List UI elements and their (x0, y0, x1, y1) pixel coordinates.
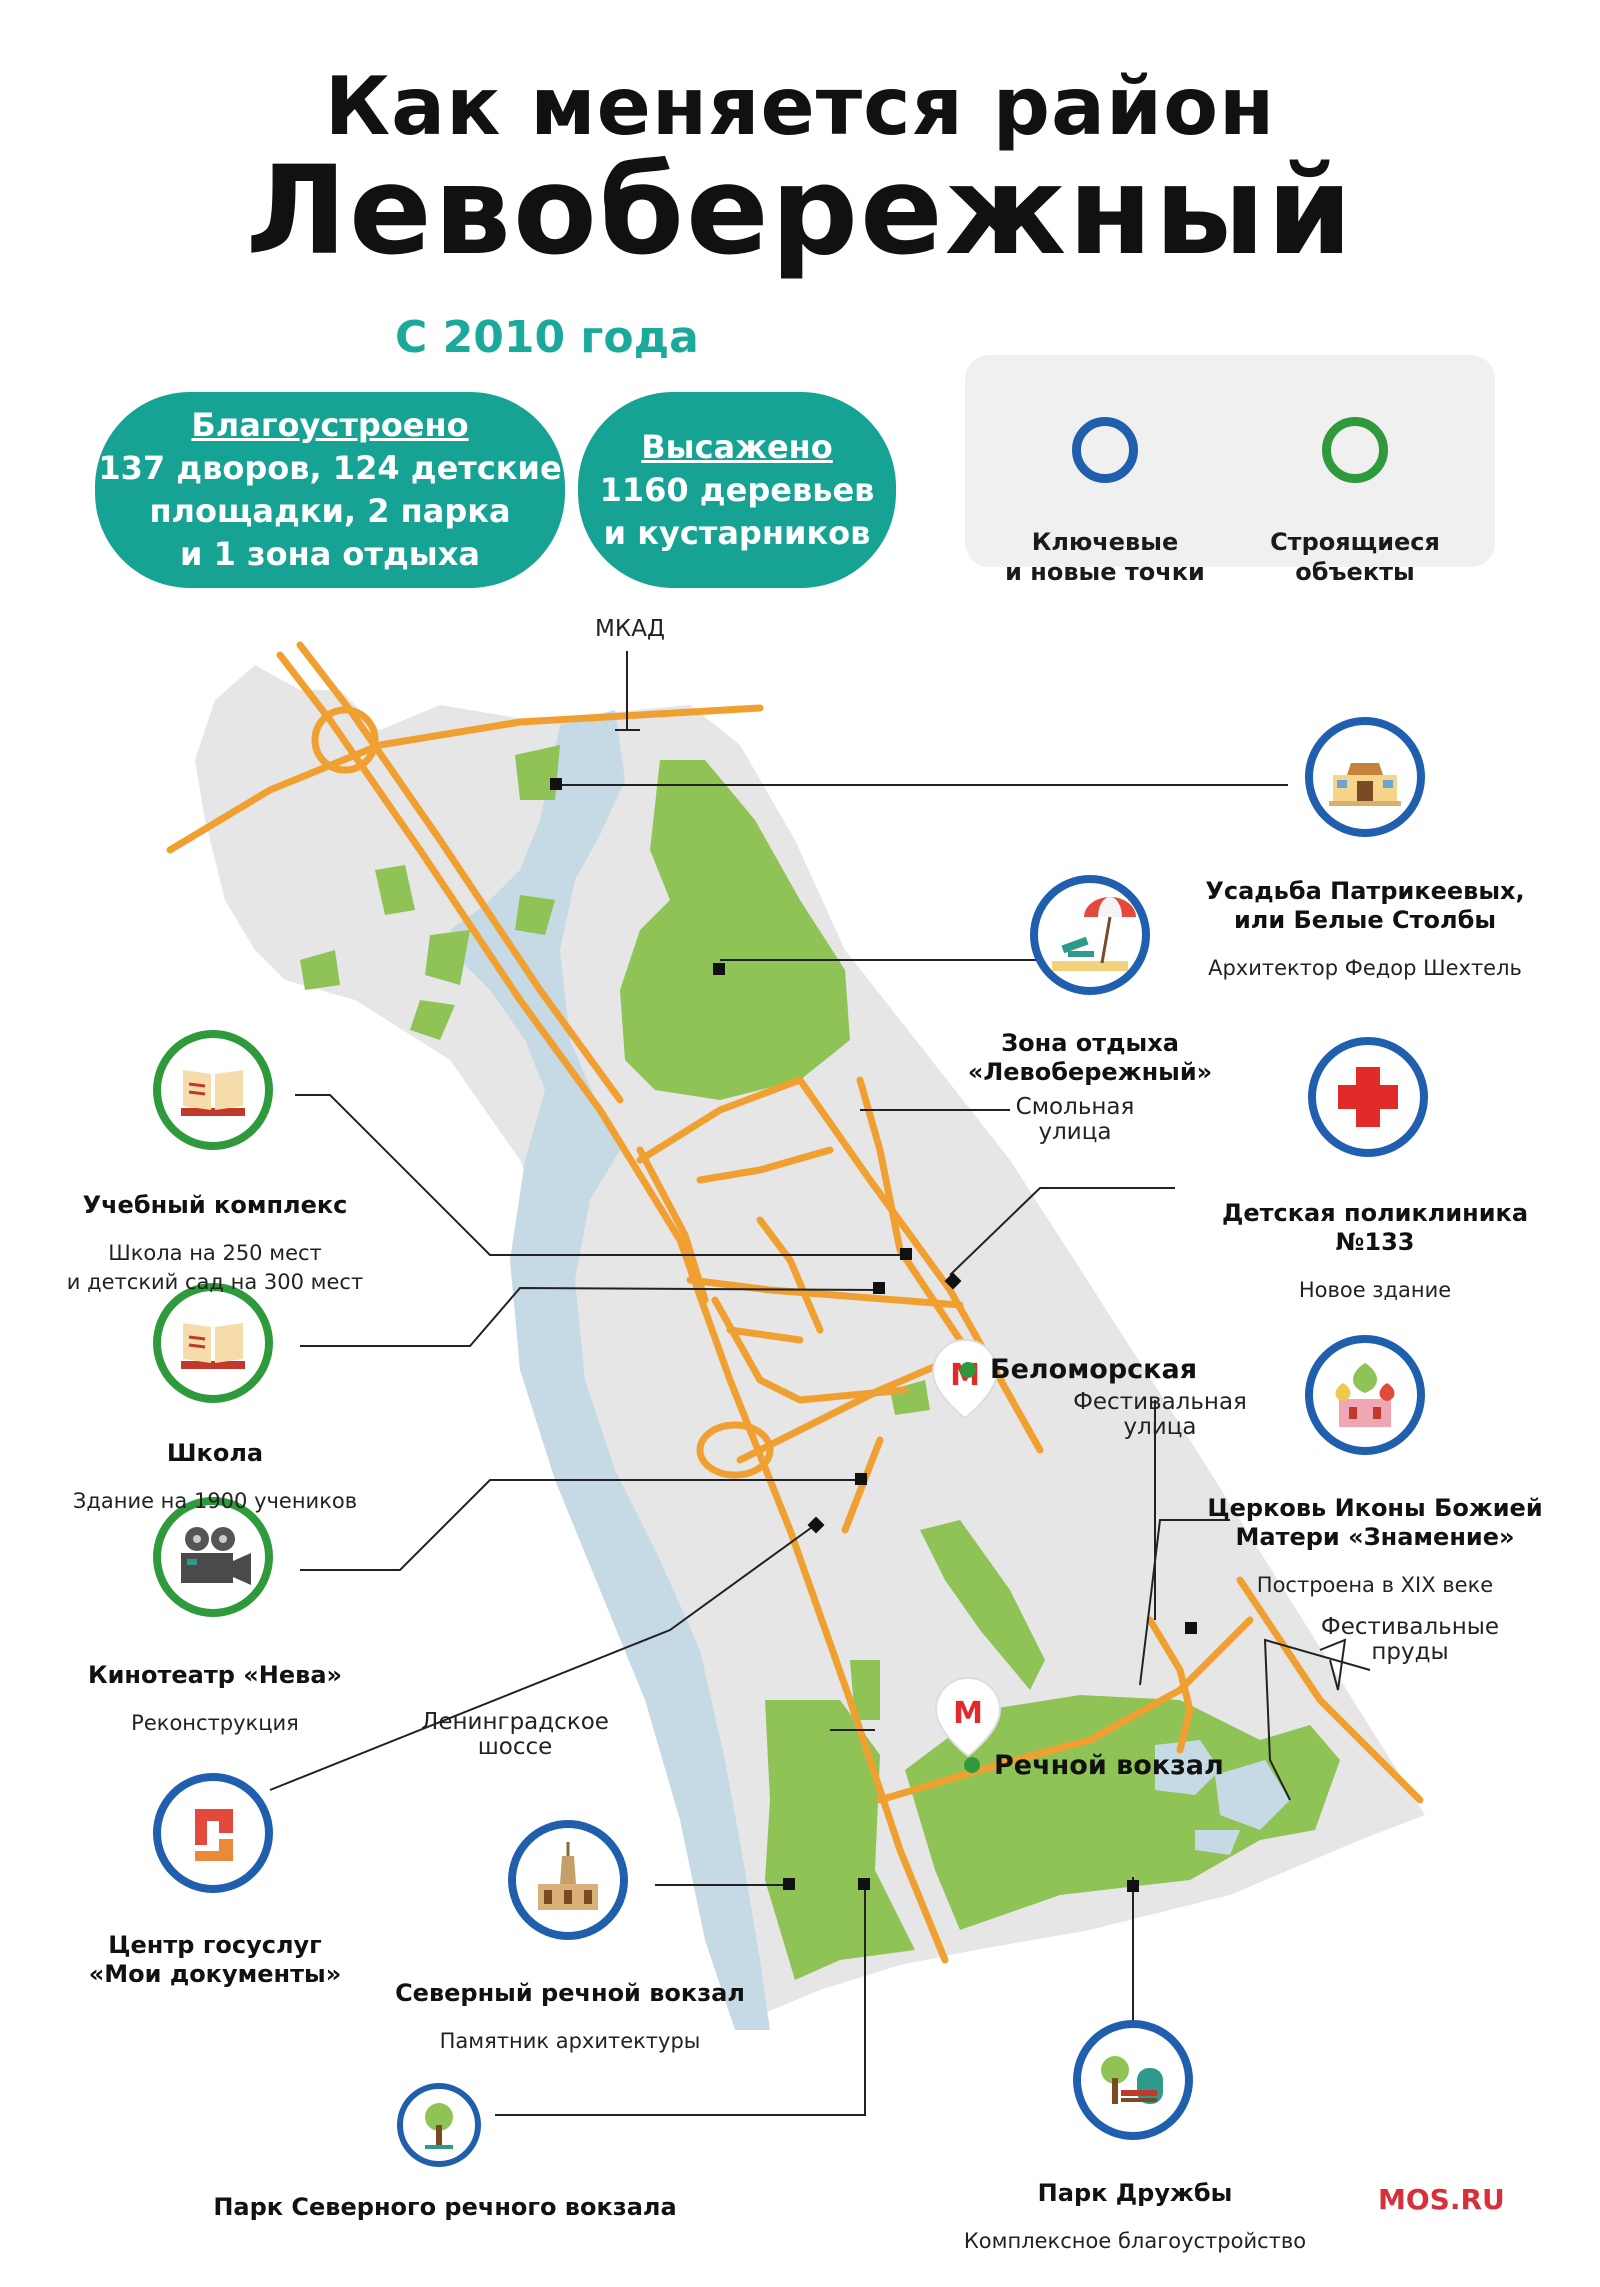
street-label-festival-ponds: Фестивальные пруды (1320, 1614, 1500, 1665)
legend-label: Ключевые и новые точки (1005, 528, 1205, 586)
place-label-public-services: Центр госуслуг «Мои документы» (40, 1912, 390, 2008)
documents-logo-icon (153, 1773, 273, 1893)
place-name: Парк Северного речного вокзала (213, 2193, 677, 2221)
place-label-church: Церковь Иконы Божией Матери «Знамение» П… (1190, 1475, 1560, 1619)
place-name: Северный речной вокзал (395, 1979, 745, 2007)
place-sub: Реконструкция (131, 1711, 299, 1735)
station-label-rechnoy: Речной вокзал (994, 1750, 1224, 1781)
tree-icon (397, 2083, 481, 2167)
street-label-mkad: МКАД (595, 616, 665, 642)
station-dot-belomorskaya (960, 1362, 976, 1378)
place-sub: Памятник архитектуры (439, 2029, 701, 2053)
place-label-education-complex: Учебный комплекс Школа на 250 мест и дет… (40, 1172, 390, 1316)
stat-pill-header: Высажено (641, 427, 833, 466)
roads (166, 641, 1424, 1964)
stat-pill-improved: Благоустроено 137 дворов, 124 детские пл… (95, 392, 565, 588)
place-sub: Школа на 250 мест и детский сад на 300 м… (66, 1241, 364, 1294)
title-line-1: Как меняется район (324, 60, 1276, 153)
street-label-smolnaya: Смольная улица (1015, 1094, 1135, 1145)
legend-item-key: Ключевые и новые точки (990, 387, 1220, 587)
place-name: Детская поликлиника №133 (1221, 1199, 1529, 1256)
medical-cross-icon (1308, 1037, 1428, 1157)
stat-pill-header: Благоустроено (191, 406, 469, 444)
place-name: Усадьба Патрикеевых, или Белые Столбы (1205, 877, 1525, 934)
place-label-recreation-zone: Зона отдыха «Левобережный» (950, 1010, 1230, 1106)
place-sub: Архитектор Федор Шехтель (1208, 956, 1522, 980)
park-areas (300, 745, 1340, 1980)
place-name: Кинотеатр «Нева» (87, 1661, 343, 1689)
map-markers (550, 778, 1197, 1892)
place-label-school: Школа Здание на 1900 учеников (40, 1420, 390, 1535)
leader-lines (269, 784, 1371, 2116)
stat-pill-planted: Высажено 1160 деревьев и кустарников (578, 392, 896, 588)
place-sub: Новое здание (1298, 1278, 1452, 1302)
place-sub: Построена в XIX веке (1256, 1573, 1494, 1597)
place-label-river-station-park: Парк Северного речного вокзала (210, 2174, 680, 2241)
manor-icon (1305, 717, 1425, 837)
station-dot-rechnoy (964, 1757, 980, 1773)
festival-ponds (1155, 1740, 1290, 1855)
mkad-leader (615, 651, 640, 731)
place-label-cinema: Кинотеатр «Нева» Реконструкция (40, 1642, 390, 1757)
brand-logo[interactable]: MOS.RU (1378, 2183, 1505, 2216)
place-label-polyclinic: Детская поликлиника №133 Новое здание (1180, 1180, 1570, 1324)
stat-pill-text: 1160 деревьев и кустарников (599, 470, 875, 552)
street-label-festivalnaya: Фестивальная улица (1073, 1389, 1247, 1440)
place-name: Зона отдыха «Левобережный» (967, 1029, 1213, 1086)
metro-pin-belomorskaya: M (931, 1338, 999, 1420)
river-water (450, 710, 770, 2030)
legend-label: Строящиеся объекты (1270, 528, 1440, 586)
beach-umbrella-icon (1030, 875, 1150, 995)
title-line-2: Левобережный (245, 140, 1355, 282)
place-label-river-station: Северный речной вокзал Памятник архитект… (395, 1960, 745, 2075)
park-bench-icon (1073, 2020, 1193, 2140)
film-camera-icon (153, 1497, 273, 1617)
legend: Ключевые и новые точки Строящиеся объект… (965, 355, 1495, 586)
place-sub: Комплексное благоустройство (963, 2229, 1307, 2253)
church-icon (1305, 1335, 1425, 1455)
stat-pill-text: 137 дворов, 124 детские площадки, 2 парк… (98, 449, 562, 573)
place-label-friendship-park: Парк Дружбы Комплексное благоустройство (940, 2160, 1330, 2275)
legend-item-construction: Строящиеся объекты (1240, 387, 1470, 587)
river-station-icon (508, 1820, 628, 1940)
place-name: Центр госуслуг «Мои документы» (88, 1931, 342, 1988)
metro-pin-rechnoy: M (934, 1676, 1002, 1758)
green-circle-icon (1322, 417, 1388, 483)
place-name: Парк Дружбы (1037, 2179, 1233, 2207)
station-label-belomorskaya: Беломорская (990, 1354, 1198, 1385)
place-name: Учебный комплекс (82, 1191, 348, 1219)
since-label: С 2010 года (395, 312, 699, 363)
place-name: Церковь Иконы Божией Матери «Знамение» (1207, 1494, 1543, 1551)
blue-circle-icon (1072, 417, 1138, 483)
svg-text:M: M (953, 1696, 983, 1731)
book-icon (153, 1283, 273, 1403)
place-name: Школа (166, 1439, 264, 1467)
street-label-leningradskoe: Ленинградское шоссе (421, 1709, 609, 1760)
book-icon (153, 1030, 273, 1150)
place-label-manor: Усадьба Патрикеевых, или Белые Столбы Ар… (1175, 858, 1555, 1002)
place-sub: Здание на 1900 учеников (72, 1489, 358, 1513)
